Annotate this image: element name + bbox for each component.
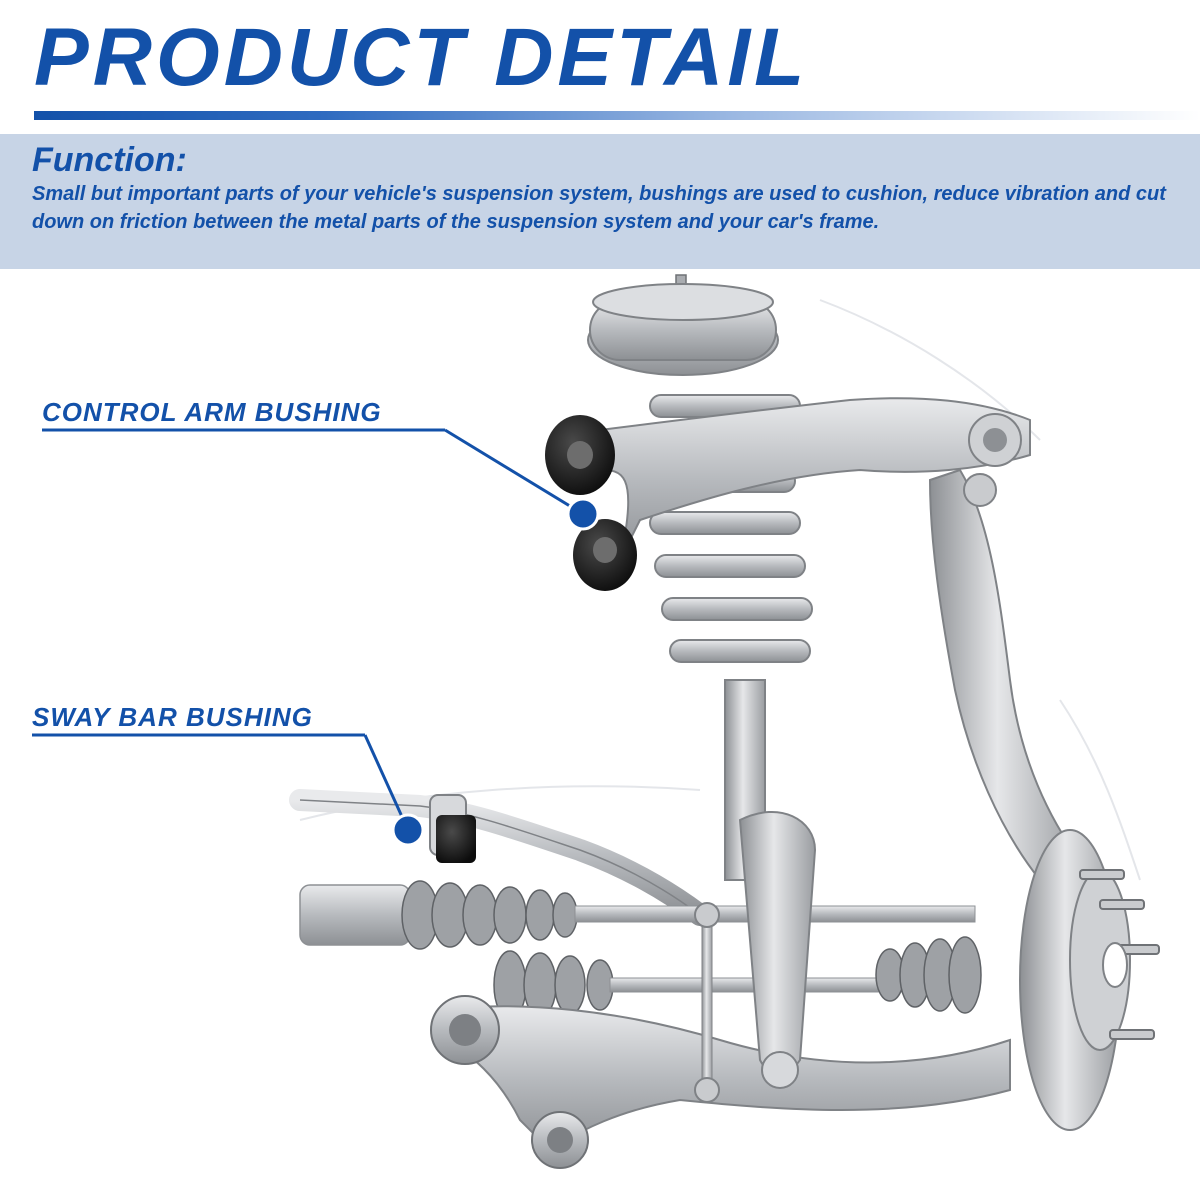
sway-bar-end-link [694, 902, 720, 1103]
function-description: Small but important parts of your vehicl… [32, 183, 1166, 233]
lower-control-arm [430, 995, 1011, 1169]
control-arm-bushing-label: CONTROL ARM BUSHING [42, 397, 382, 427]
function-heading: Function: [32, 141, 187, 179]
callout-control-arm [42, 428, 600, 531]
steering-rack [299, 880, 982, 1020]
strut-shaft [724, 679, 817, 1089]
title-underline [34, 111, 1200, 120]
function-banner [0, 134, 1200, 269]
steering-knuckle [928, 468, 1082, 882]
strut-top-mount [587, 274, 779, 376]
control-arm-bushings [545, 415, 637, 591]
callout-sway-bar [32, 733, 425, 847]
sway-bar-bushing [429, 794, 476, 863]
wheel-hub [1019, 829, 1160, 1131]
sway-bar-bushing-label: SWAY BAR BUSHING [32, 702, 313, 732]
page-title: PRODUCT DETAIL [34, 12, 809, 103]
suspension-illustration [32, 274, 1160, 1169]
